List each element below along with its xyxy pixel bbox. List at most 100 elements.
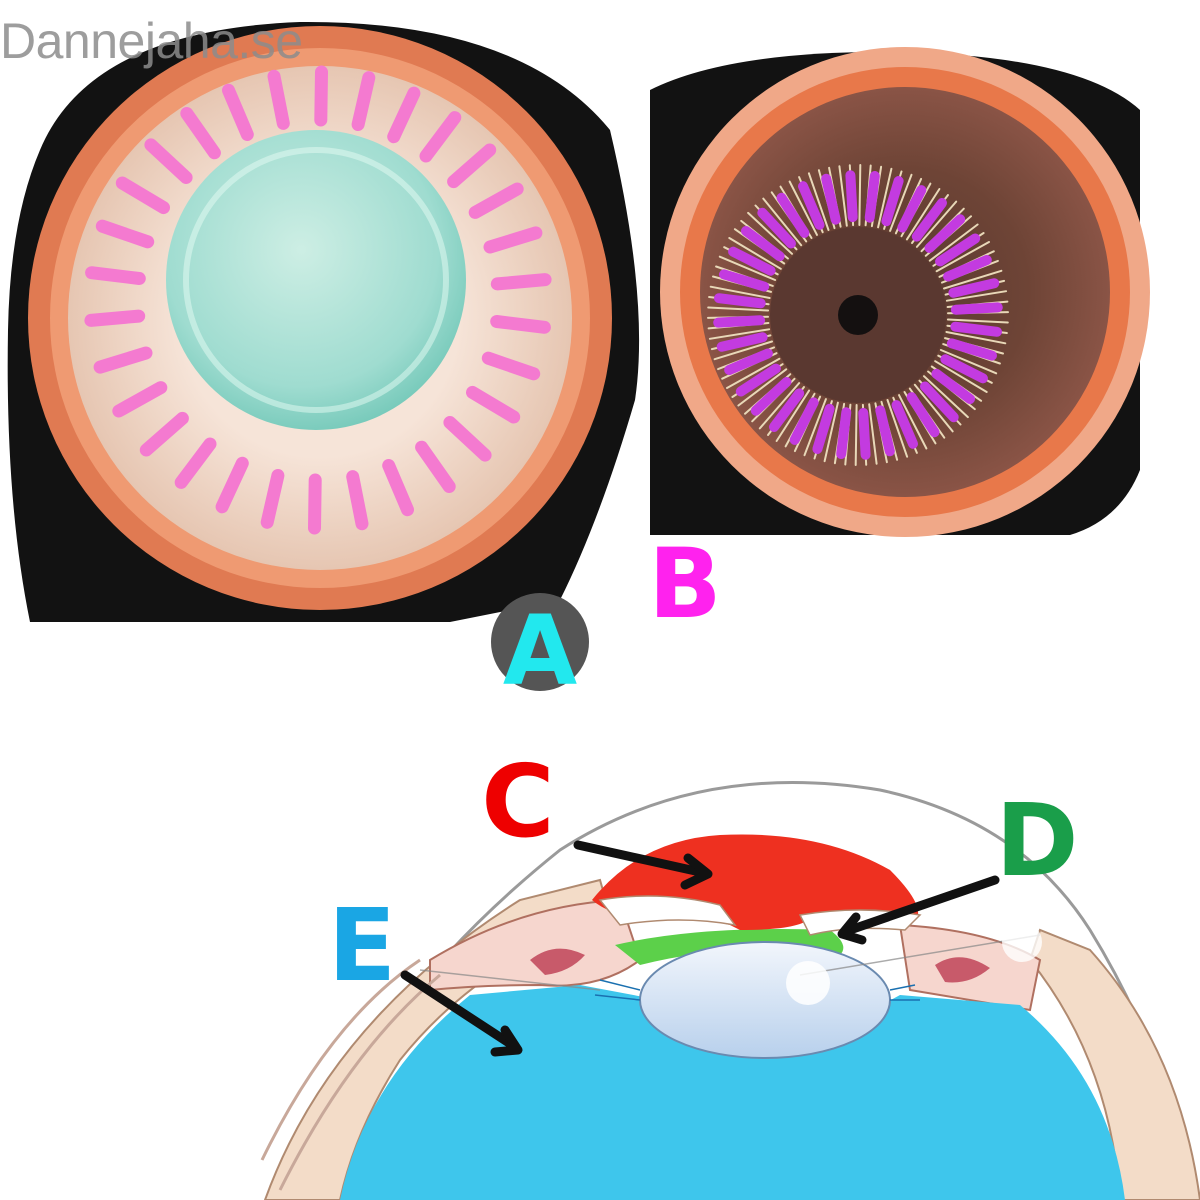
ciliary-mark-a	[481, 351, 541, 381]
ciliary-mark-a	[419, 111, 462, 163]
ciliary-process-ray	[889, 173, 913, 232]
ciliary-process-ray	[945, 331, 1007, 345]
ciliary-mark-a	[308, 473, 322, 535]
label-a-badge	[491, 593, 589, 691]
light-spot-2	[1002, 922, 1042, 962]
iris-left	[598, 895, 737, 927]
ciliary-mark-a	[490, 273, 552, 291]
ciliary-mark-b	[924, 214, 966, 253]
arrow-d-head	[837, 912, 867, 945]
ciliary-process-ray	[946, 318, 1009, 324]
arrow-e-head	[490, 1025, 523, 1057]
muscle-bands	[260, 958, 441, 1191]
photo-b-ciliary-marks	[713, 170, 1003, 460]
ciliary-process-ray	[708, 328, 771, 340]
ciliary-mark-a	[483, 226, 543, 254]
ciliary-mark-b	[891, 400, 918, 449]
ciliary-process-ray	[905, 188, 941, 241]
ciliary-mark-a	[115, 176, 170, 215]
ciliary-mark-a	[443, 416, 492, 462]
ciliary-process-ray	[913, 383, 954, 433]
ciliary-mark-b	[719, 269, 770, 292]
ciliary-process-right	[935, 957, 990, 983]
ciliary-mark-b	[812, 403, 835, 454]
ciliary-mark-b	[940, 354, 988, 384]
zonule-right	[889, 984, 920, 1001]
ciliary-process-ray	[915, 200, 958, 248]
ciliary-mark-a	[215, 456, 249, 514]
ciliary-mark-b	[741, 226, 785, 262]
ciliary-mark-b	[769, 388, 805, 432]
ciliary-mark-b	[897, 185, 927, 233]
ciliary-mark-b	[728, 246, 776, 276]
ciliary-process-ray	[943, 269, 1003, 290]
vitreous-body	[340, 985, 1125, 1200]
ciliary-process-ray	[707, 306, 770, 312]
ciliary-mark-b	[776, 192, 810, 238]
ciliary-process-ray	[939, 349, 998, 375]
ciliary-process-ray	[803, 398, 827, 457]
ciliary-mark-b	[716, 332, 768, 352]
ciliary-mark-a	[260, 469, 285, 529]
ciliary-mark-b	[946, 338, 997, 361]
arrow-c	[573, 840, 705, 877]
ciliary-process-ray	[898, 394, 928, 450]
ciliary-process-ray	[709, 285, 771, 299]
ciliary-process-ray	[762, 197, 803, 247]
ciliary-mark-b	[950, 321, 1002, 337]
ciliary-mark-b	[724, 348, 773, 375]
ciliary-mark-a	[174, 437, 217, 489]
ciliary-mark-a	[314, 65, 328, 127]
ciliary-mark-b	[789, 397, 819, 445]
ciliary-process-ray	[928, 223, 979, 262]
ciliary-mark-b	[836, 407, 852, 459]
ciliary-mark-b	[735, 363, 781, 397]
ciliary-mark-a	[447, 143, 497, 189]
ciliary-mark-b	[875, 405, 895, 457]
ciliary-mark-b	[858, 407, 871, 460]
label-c: C	[481, 743, 554, 860]
ciliary-mark-a	[346, 470, 369, 531]
ciliary-process-ray	[747, 211, 793, 255]
ciliary-mark-a	[180, 107, 221, 160]
ciliary-mark-b	[935, 233, 981, 267]
ciliary-process-ray	[823, 401, 839, 463]
ciliary-process-ray	[838, 165, 848, 227]
label-b: B	[648, 528, 721, 640]
ciliary-process-ray	[713, 340, 773, 361]
ciliary-body-left	[429, 898, 642, 992]
ciliary-mark-a	[468, 182, 524, 219]
label-a: A	[503, 595, 577, 707]
ciliary-mark-b	[943, 255, 992, 282]
ciliary-mark-a	[85, 266, 146, 285]
ciliary-mark-b	[920, 381, 959, 423]
ciliary-mark-b	[950, 302, 1003, 315]
ciliary-mark-b	[798, 181, 825, 230]
ciliary-mark-a	[387, 86, 421, 144]
ciliary-mark-b	[845, 170, 858, 223]
arrow-c-head	[680, 853, 713, 890]
watermark: Dannejaha.se	[0, 13, 303, 69]
ciliary-mark-b	[948, 278, 1000, 298]
ciliary-mark-b	[911, 198, 947, 242]
ciliary-process-ray	[945, 290, 1008, 302]
ciliary-mark-a	[222, 83, 254, 141]
ciliary-mark-a	[93, 346, 153, 374]
ciliary-process-ray	[718, 255, 777, 281]
ciliary-mark-a	[144, 138, 193, 184]
arrow-e	[400, 970, 517, 1050]
ciliary-mark-a	[112, 381, 168, 418]
ciliary-process-ray	[788, 180, 818, 236]
ciliary-mark-a	[267, 69, 290, 130]
ciliary-mark-b	[864, 171, 880, 223]
ciliary-mark-a	[351, 71, 376, 131]
ciliary-process-ray	[868, 403, 878, 465]
label-d: D	[995, 782, 1078, 899]
lens	[639, 941, 891, 1059]
ciliary-mark-a	[84, 309, 146, 327]
ciliary-mark-a	[466, 385, 521, 424]
ciliary-process-ray	[934, 360, 988, 393]
ciliary-mark-a	[490, 315, 551, 334]
ciliary-process-ray	[854, 404, 858, 466]
